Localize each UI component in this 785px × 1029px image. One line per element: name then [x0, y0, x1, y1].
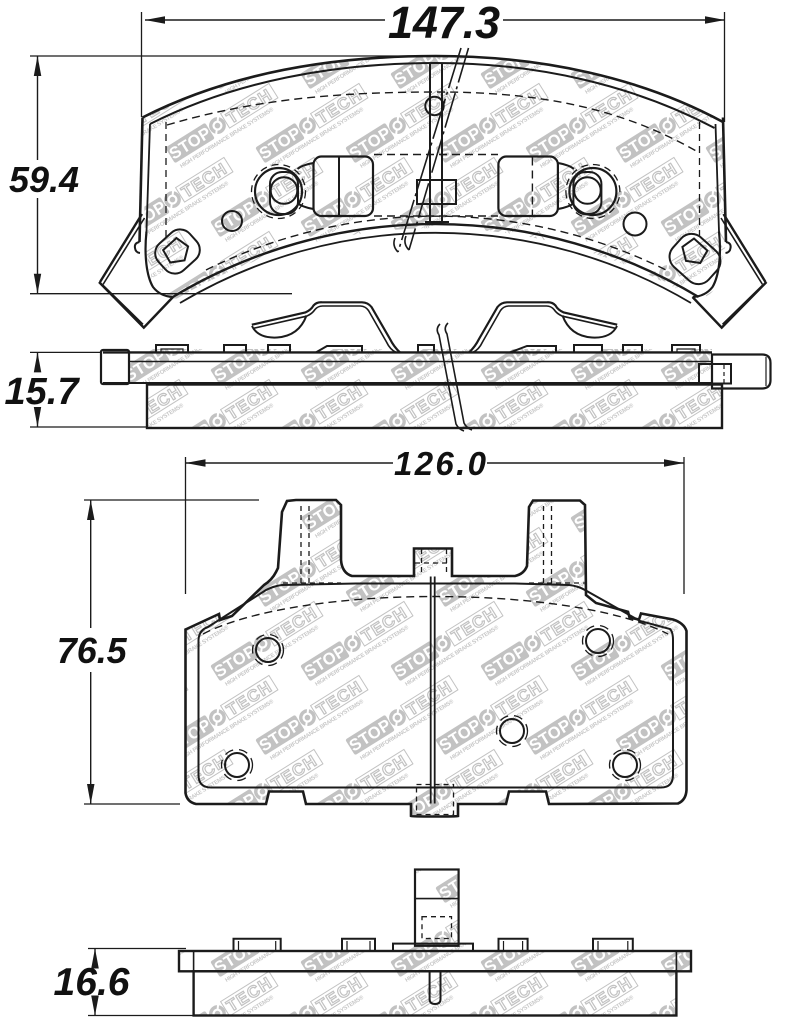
svg-text:126.0: 126.0	[394, 445, 487, 482]
svg-text:76.5: 76.5	[57, 630, 128, 671]
svg-text:16.6: 16.6	[54, 961, 130, 1004]
svg-text:59.4: 59.4	[9, 159, 79, 200]
svg-text:147.3: 147.3	[388, 0, 500, 48]
svg-text:15.7: 15.7	[5, 371, 81, 413]
